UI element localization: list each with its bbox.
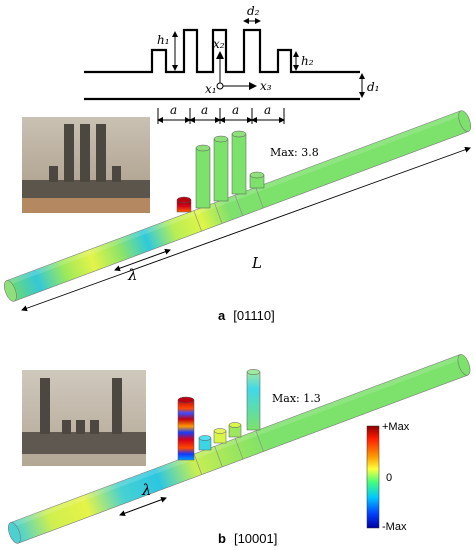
panel-a-code: [01110] bbox=[233, 308, 274, 323]
a-label-1: a bbox=[170, 103, 177, 117]
panel-b-letter: b bbox=[218, 531, 226, 546]
colorbar: +Max 0 -Max bbox=[366, 421, 410, 533]
colorbar-mid-label: 0 bbox=[386, 472, 392, 484]
panel-b-caption: b [10001] bbox=[218, 531, 277, 546]
length-label: L bbox=[251, 254, 262, 272]
colorbar-top-label: +Max bbox=[382, 421, 410, 433]
h2-label: h₂ bbox=[301, 54, 314, 68]
max-label-a: Max: 3.8 bbox=[270, 146, 319, 159]
schematic: h₁ x₂ x₃ x₁ d₂ h₂ d₁ a a bbox=[84, 4, 380, 124]
a-label-3: a bbox=[232, 103, 239, 117]
lambda-label-b: λ bbox=[141, 481, 152, 499]
a-label-4: a bbox=[264, 103, 271, 117]
h1-label: h₁ bbox=[157, 33, 170, 47]
origin-marker bbox=[216, 82, 224, 90]
lambda-arrow-b bbox=[119, 496, 167, 517]
x3-label: x₃ bbox=[260, 79, 272, 93]
max-label-b: Max: 1.3 bbox=[272, 392, 321, 405]
photo-a bbox=[22, 117, 150, 213]
panel-a: Max: 3.8 λ L a[01110] bbox=[3, 110, 472, 323]
colorbar-scale bbox=[366, 425, 380, 529]
stubs-b bbox=[177, 369, 261, 461]
schematic-profile bbox=[84, 28, 360, 74]
photo-b bbox=[22, 370, 146, 466]
panel-a-letter: a bbox=[218, 308, 226, 323]
a-label-2: a bbox=[201, 103, 208, 117]
panel-b: Max: 1.3 λ b [10001] +Max 0 -Max bbox=[7, 354, 471, 546]
colorbar-bottom-label: -Max bbox=[382, 521, 407, 533]
x1-label: x₁ bbox=[205, 82, 217, 96]
d2-label: d₂ bbox=[247, 4, 260, 18]
length-dimension bbox=[21, 146, 471, 312]
panel-a-caption: a [01110] bbox=[218, 308, 275, 323]
d1-label: d₁ bbox=[367, 80, 380, 94]
x2-label: x₂ bbox=[213, 37, 225, 51]
pipe-b bbox=[7, 354, 471, 544]
a-spacings: a a a a bbox=[157, 103, 285, 124]
panel-b-code: [10001] bbox=[234, 531, 277, 546]
